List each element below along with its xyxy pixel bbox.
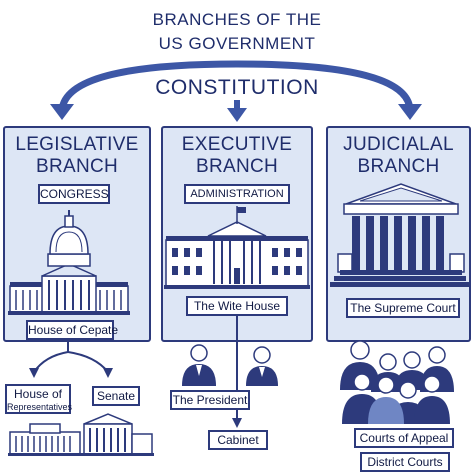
house-of-label: House of <box>13 387 63 401</box>
house-of-representatives-label: House of Representatives <box>5 384 73 414</box>
executive-building-label: The Wite House <box>186 296 288 316</box>
judicial-title: JUDICIALAL BRANCH <box>343 134 454 177</box>
white-house-icon <box>164 206 310 289</box>
person-icon <box>246 346 278 386</box>
legislative-building-label: House of Cepate <box>26 320 118 340</box>
building-icon <box>82 413 154 456</box>
president-label: The President <box>170 390 250 410</box>
courts-of-appeal-label: Courts of Appeal <box>354 428 454 448</box>
representatives-label: Representatives <box>7 402 73 412</box>
person-icon <box>368 376 404 424</box>
diagram-title-line1: BRANCHES OF THE <box>152 10 322 29</box>
legislative-title: LEGISLATIVE BRANCH <box>15 134 139 177</box>
legislative-subtitle: CONGRESS <box>38 184 110 204</box>
person-icon <box>182 344 216 386</box>
executive-connectors <box>232 316 242 428</box>
judicial-building-label: The Supreme Court <box>346 298 460 318</box>
cabinet-label: Cabinet <box>208 430 268 450</box>
capitol-icon <box>8 210 130 315</box>
senate-label: Senate <box>92 386 140 406</box>
constitution-label: CONSTITUTION <box>155 76 319 99</box>
district-courts-label: District Courts <box>360 452 450 472</box>
executive-subtitle: ADMINISTRATION <box>184 184 290 204</box>
diagram-title-line2: US GOVERNMENT <box>158 34 316 53</box>
building-icon <box>8 423 82 456</box>
legislative-connectors <box>33 340 109 373</box>
supreme-court-icon <box>330 183 470 287</box>
constitution-arrows <box>50 60 422 122</box>
person-icon <box>414 375 450 424</box>
executive-title: EXECUTIVE BRANCH <box>181 134 293 177</box>
